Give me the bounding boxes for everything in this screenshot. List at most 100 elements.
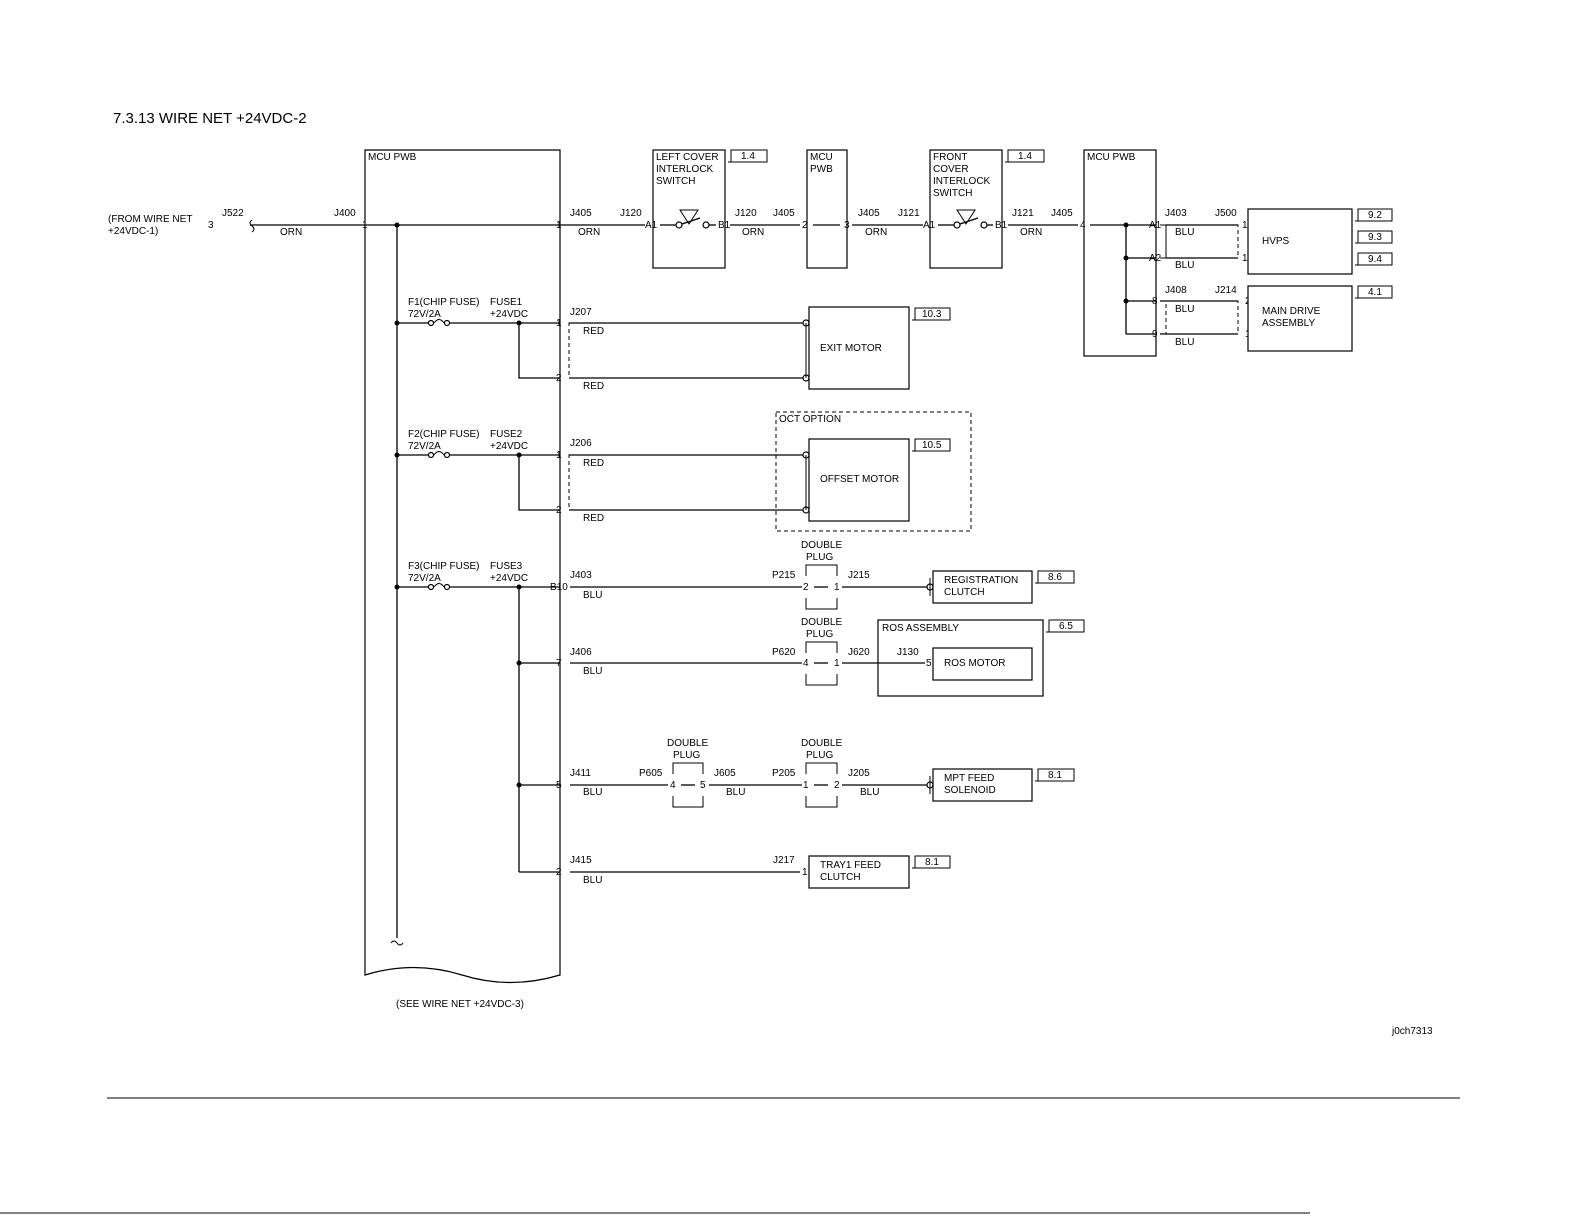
double-plug-3-line1: DOUBLE	[667, 738, 708, 749]
connector-p620: P620	[772, 647, 796, 658]
connector-j400: J400	[334, 208, 356, 219]
double-plug-4-bottom	[805, 796, 838, 808]
pin-4-p620: 4	[803, 658, 809, 669]
ref-registration: 8.6	[1048, 572, 1062, 583]
mcu-small-line1: MCU	[810, 152, 833, 163]
connector-j121-b: J121	[1012, 208, 1034, 219]
ref-tag	[912, 855, 951, 869]
pin-8-j408: 8	[1152, 296, 1158, 307]
left-switch-line3: SWITCH	[656, 176, 695, 187]
pin-5-j130: 5	[926, 658, 932, 669]
pin-3-j522: 3	[208, 220, 214, 231]
pin-b1-front: B1	[995, 220, 1008, 231]
pin-4-p605: 4	[670, 780, 676, 791]
double-plug-1-line2: PLUG	[806, 552, 833, 563]
pin-a1-left: A1	[645, 220, 658, 231]
ref-hvps-3: 9.4	[1368, 254, 1382, 265]
mcu-pwb-label: MCU PWB	[368, 152, 417, 163]
wire-color-orn-3: ORN	[865, 227, 887, 238]
mcu-pwb-main-board	[364, 149, 561, 984]
connector-j403-hvps: J403	[1165, 208, 1187, 219]
connector-j405-d: J405	[1051, 208, 1073, 219]
pin-1-j405-out: 1	[556, 220, 562, 231]
ref-mpt: 8.1	[1048, 770, 1062, 781]
pin-5-j411: 5	[556, 780, 562, 791]
ref-tag	[912, 307, 951, 321]
connector-j522: J522	[222, 208, 244, 219]
pin-1-p205: 1	[803, 780, 809, 791]
connector-j408: J408	[1165, 285, 1187, 296]
ref-main-drive: 4.1	[1368, 287, 1382, 298]
wire-color-blu-tray1: BLU	[583, 875, 602, 886]
oct-option-boundary	[775, 411, 972, 532]
ref-tag	[1355, 208, 1393, 222]
double-plug-3-top	[672, 762, 704, 774]
wire-color-blu-reg: BLU	[583, 590, 602, 601]
fuse1-volt: +24VDC	[490, 309, 528, 320]
connector-j500: J500	[1215, 208, 1237, 219]
double-plug-4-line2: PLUG	[806, 750, 833, 761]
ref-hvps-1: 9.2	[1368, 210, 1382, 221]
fuse-terminal	[427, 319, 435, 327]
connector-j215: J215	[848, 570, 870, 581]
connector-j217: J217	[773, 855, 795, 866]
main-drive-line1: MAIN DRIVE	[1262, 306, 1321, 317]
fuse2-symbol	[433, 451, 445, 456]
pin-1-j207: 1	[556, 318, 562, 329]
wire-color-blu-ros: BLU	[583, 666, 602, 677]
mpt-feed-line2: SOLENOID	[944, 785, 996, 796]
connector-j206: J206	[570, 438, 592, 449]
front-switch-line4: SWITCH	[933, 188, 972, 199]
pin-1-j206: 1	[556, 450, 562, 461]
offset-motor-box	[808, 438, 910, 522]
fuse3-name: F3(CHIP FUSE)	[408, 561, 480, 572]
ref-ros: 6.5	[1059, 621, 1073, 632]
ref-tag	[1355, 230, 1393, 244]
wire-fuse2-pin2	[518, 455, 560, 511]
wire-color-orn-input: ORN	[280, 227, 302, 238]
double-plug-1-bottom	[805, 598, 838, 610]
wire-color-red-offset-2: RED	[583, 513, 604, 524]
connector-j605: J605	[714, 768, 736, 779]
diagram-title: 7.3.13 WIRE NET +24VDC-2	[113, 110, 307, 127]
mcu-pwb-right-board	[1083, 149, 1157, 357]
fuse3-label: FUSE3	[490, 561, 523, 572]
connector-j205: J205	[848, 768, 870, 779]
front-switch-line3: INTERLOCK	[933, 176, 991, 187]
fuse-terminal	[427, 451, 435, 459]
pin-1-j217: 1	[802, 867, 808, 878]
fuse-terminal	[443, 583, 451, 591]
front-switch-line1: FRONT	[933, 152, 967, 163]
fuse3-volt: +24VDC	[490, 573, 528, 584]
hvps-box	[1247, 208, 1353, 275]
switch-actuator	[956, 209, 976, 225]
registration-clutch-line1: REGISTRATION	[944, 575, 1018, 586]
left-switch-line1: LEFT COVER	[656, 152, 719, 163]
left-cover-interlock-switch	[652, 149, 726, 269]
connector-p605: P605	[639, 768, 663, 779]
pin-3-mcu-small: 3	[844, 220, 850, 231]
switch-blade	[959, 217, 979, 225]
from-note-line1: (FROM WIRE NET	[108, 214, 192, 225]
ref-hvps-2: 9.3	[1368, 232, 1382, 243]
fuse3-symbol	[433, 583, 445, 588]
connector-j130: J130	[897, 647, 919, 658]
connector-j411: J411	[570, 768, 591, 779]
double-plug-3-bottom	[672, 796, 704, 808]
wire-color-blu-mpt-3: BLU	[860, 787, 879, 798]
fuse1-symbol	[433, 319, 445, 324]
double-plug-4-line1: DOUBLE	[801, 738, 842, 749]
ref-offset-motor: 10.5	[922, 440, 942, 451]
ref-tag	[1355, 285, 1393, 299]
connector-j121-a: J121	[898, 208, 920, 219]
pin-4-mcu-right: 4	[1080, 220, 1086, 231]
pin-7-j406: 7	[556, 658, 562, 669]
ref-left-switch: 1.4	[741, 151, 755, 162]
pin-2-j415: 2	[556, 867, 562, 878]
wire-color-blu-drive-1: BLU	[1175, 304, 1194, 315]
double-plug-2-line1: DOUBLE	[801, 617, 842, 628]
tray1-clutch-line1: TRAY1 FEED	[820, 860, 881, 871]
see-wire-net-note: (SEE WIRE NET +24VDC-3)	[396, 999, 524, 1010]
harness-j206	[568, 454, 807, 511]
connector-p215: P215	[772, 570, 796, 581]
